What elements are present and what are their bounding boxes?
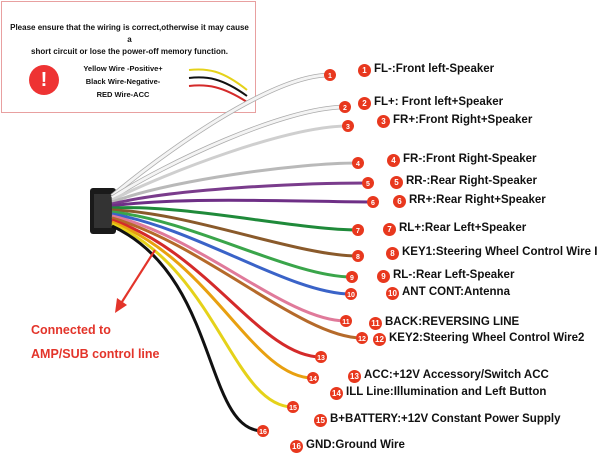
wire-2 — [111, 105, 346, 200]
wire-end-marker-15 — [287, 401, 299, 413]
warning-text-line1: Please ensure that the wiring is correct… — [10, 23, 249, 44]
wire-3 — [111, 124, 349, 202]
label-number-4: 4 — [387, 154, 400, 167]
wire-14 — [111, 220, 314, 380]
wire-5 — [111, 181, 369, 206]
label-number-5: 5 — [390, 176, 403, 189]
wire-end-marker-1 — [324, 69, 336, 81]
wire-end-number-12: 12 — [358, 336, 366, 343]
wire-1 — [111, 73, 331, 198]
callout-line2: AMP/SUB control line — [31, 347, 160, 361]
label-number-16: 16 — [290, 440, 303, 453]
wire-end-marker-8 — [352, 250, 364, 262]
wire-end-number-8: 8 — [356, 254, 360, 261]
warning-box: Please ensure that the wiring is correct… — [1, 1, 256, 113]
wire-end-marker-2 — [339, 101, 351, 113]
label-text-1: FL-:Front left-Speaker — [374, 63, 495, 75]
wire-end-marker-10 — [345, 288, 357, 300]
wire-end-number-7: 7 — [356, 228, 360, 235]
label-number-9: 9 — [377, 270, 390, 283]
label-number-10: 10 — [386, 287, 399, 300]
label-text-7: RL+:Rear Left+Speaker — [399, 222, 527, 234]
wire-sample-icon — [188, 68, 248, 103]
wire-end-number-11: 11 — [342, 319, 350, 326]
wire-end-number-3: 3 — [346, 124, 350, 131]
wire-end-marker-16 — [257, 425, 269, 437]
wire-7 — [111, 206, 359, 232]
wire-end-number-10: 10 — [347, 292, 355, 299]
wire-10 — [111, 212, 352, 296]
label-text-2: FL+: Front left+Speaker — [374, 96, 504, 108]
label-number-12: 12 — [373, 333, 386, 346]
label-number-13: 13 — [348, 370, 361, 383]
label-text-14: ILL Line:Illumination and Left Button — [346, 386, 547, 398]
wire-end-number-16: 16 — [259, 429, 267, 436]
wire-end-marker-12 — [356, 332, 368, 344]
wire-legend: Yellow Wire -Positive+ Black Wire-Negati… — [68, 62, 178, 101]
label-number-15: 15 — [314, 414, 327, 427]
wire-12 — [111, 216, 363, 340]
wire-end-number-2: 2 — [343, 105, 347, 112]
wire-13 — [111, 218, 322, 359]
exclamation-icon: ! — [29, 65, 59, 95]
wire-end-number-4: 4 — [356, 161, 360, 168]
label-text-13: ACC:+12V Accessory/Switch ACC — [364, 369, 549, 381]
wire-9 — [111, 210, 353, 279]
label-number-8: 8 — [386, 247, 399, 260]
label-number-11: 11 — [369, 317, 382, 330]
wire-end-marker-5 — [362, 177, 374, 189]
wire-end-number-9: 9 — [350, 275, 354, 282]
warning-text-line2: short circuit or lose the power-off memo… — [31, 47, 228, 56]
wire-8 — [111, 208, 359, 258]
label-number-2: 2 — [358, 97, 371, 110]
label-text-6: RR+:Rear Right+Speaker — [409, 194, 546, 206]
wire-legend-red: RED Wire-ACC — [96, 90, 150, 99]
label-text-11: BACK:REVERSING LINE — [385, 316, 520, 328]
wire-end-marker-3 — [342, 120, 354, 132]
label-number-14: 14 — [330, 387, 343, 400]
label-text-16: GND:Ground Wire — [306, 439, 405, 451]
wire-15 — [111, 222, 294, 409]
wire-16 — [111, 224, 264, 433]
label-number-3: 3 — [377, 115, 390, 128]
callout-arrowhead — [115, 298, 127, 313]
callout-line1: Connected to — [31, 323, 111, 337]
wire-end-marker-7 — [352, 224, 364, 236]
label-text-8: KEY1:Steering Wheel Control Wire I — [402, 246, 598, 258]
wire-6 — [111, 198, 374, 208]
wire-4 — [111, 161, 359, 204]
wire-11 — [111, 214, 347, 323]
wire-end-number-14: 14 — [309, 376, 317, 383]
wire-end-number-15: 15 — [289, 405, 297, 412]
wire-end-marker-4 — [352, 157, 364, 169]
wire-end-number-5: 5 — [366, 181, 370, 188]
label-number-7: 7 — [383, 223, 396, 236]
label-text-15: B+BATTERY:+12V Constant Power Supply — [330, 413, 561, 425]
label-text-3: FR+:Front Right+Speaker — [393, 114, 533, 126]
amp-sub-callout: Connected to AMP/SUB control line — [31, 318, 159, 366]
label-text-10: ANT CONT:Antenna — [402, 286, 510, 298]
callout-arrow — [119, 249, 156, 306]
wire-legend-black: Black Wire-Negative- — [85, 77, 161, 86]
label-text-5: RR-:Rear Right-Speaker — [406, 175, 537, 187]
label-text-9: RL-:Rear Left-Speaker — [393, 269, 515, 281]
connector-face — [94, 194, 112, 228]
wire-end-number-13: 13 — [317, 355, 325, 362]
wire-end-number-1: 1 — [328, 73, 332, 80]
warning-text: Please ensure that the wiring is correct… — [8, 22, 251, 58]
label-text-4: FR-:Front Right-Speaker — [403, 153, 537, 165]
wire-end-number-6: 6 — [371, 200, 375, 207]
wire-legend-yellow: Yellow Wire -Positive+ — [83, 64, 163, 73]
wire-end-marker-13 — [315, 351, 327, 363]
wire-end-marker-9 — [346, 271, 358, 283]
label-number-1: 1 — [358, 64, 371, 77]
label-number-6: 6 — [393, 195, 406, 208]
wire-end-marker-11 — [340, 315, 352, 327]
wire-end-marker-14 — [307, 372, 319, 384]
wire-end-marker-6 — [367, 196, 379, 208]
label-text-12: KEY2:Steering Wheel Control Wire2 — [389, 332, 585, 344]
